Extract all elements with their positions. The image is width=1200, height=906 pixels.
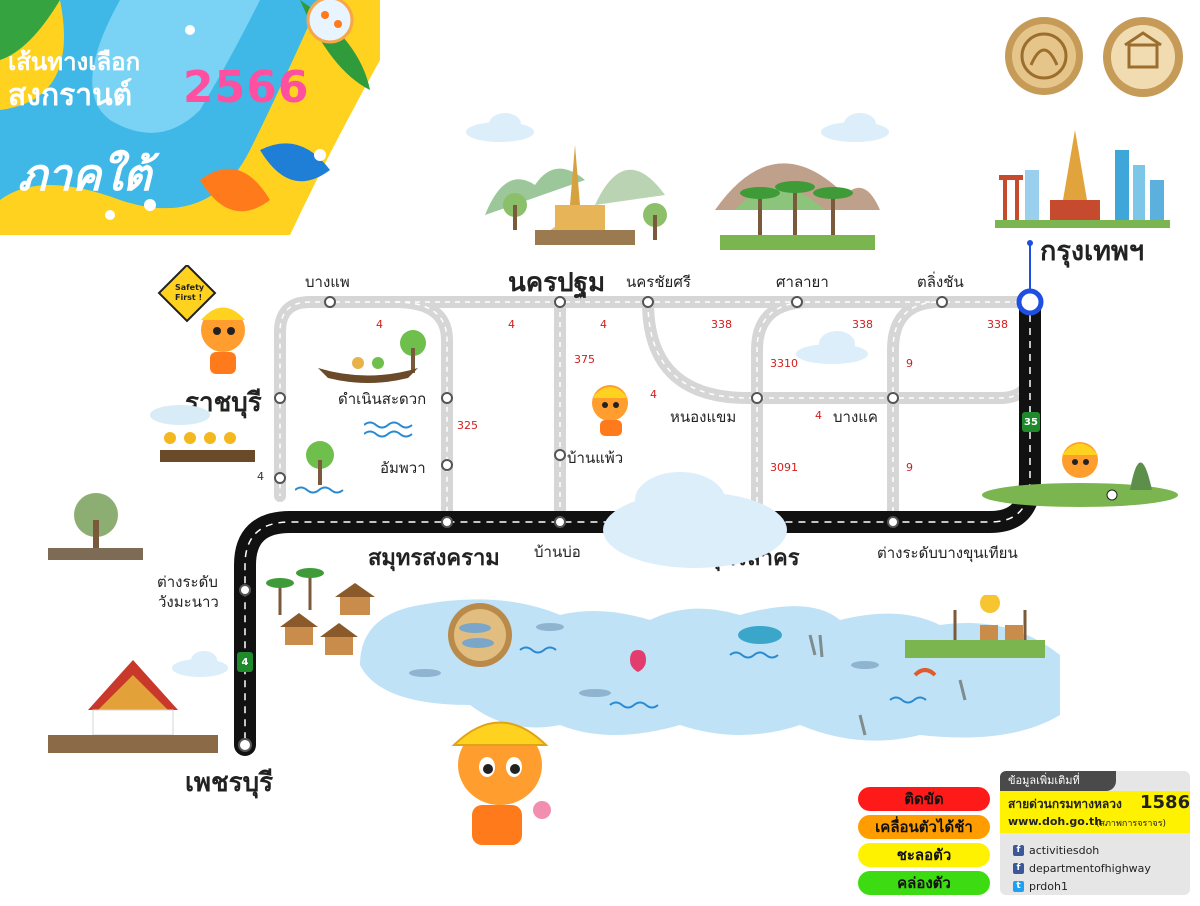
cloud-illustration xyxy=(603,472,787,568)
header-line2: สงกรานต์ xyxy=(8,78,133,113)
place-sala-ya: ศาลายา xyxy=(776,273,829,291)
road-number: 3091 xyxy=(770,461,798,474)
tree-on-island-illustration xyxy=(48,493,143,560)
phetchaburi-temple-illustration xyxy=(48,660,218,753)
website-note: (สภาพการจราจร) xyxy=(1096,819,1167,829)
doh-seal-logo xyxy=(1003,15,1085,97)
place-interchange-bang-khun-thian: ต่างระดับบางขุนเทียน xyxy=(877,544,1018,562)
website-link[interactable]: www.doh.go.th xyxy=(1008,815,1103,828)
legend-slow-moving: เคลื่อนตัวได้ช้า xyxy=(858,815,990,839)
mascot-football-illustration xyxy=(982,442,1178,507)
road-number: 4 xyxy=(650,388,657,401)
mascot-safety-first-illustration xyxy=(157,265,245,374)
road-number: 4 xyxy=(376,318,383,331)
road-number: 338 xyxy=(852,318,873,331)
facebook-icon: f xyxy=(1013,863,1024,874)
place-taling-chan: ตลิ่งชัน xyxy=(917,273,964,291)
place-nong-khaem: หนองแขม xyxy=(670,408,737,426)
road-number: 338 xyxy=(987,318,1008,331)
legend-label: ชะลอตัว xyxy=(896,846,952,864)
sunflower-field-illustration xyxy=(150,405,255,462)
info-hotline-panel xyxy=(1000,791,1190,833)
road-number: 338 xyxy=(711,318,732,331)
road-number: 4 xyxy=(600,318,607,331)
header-banner: เส้นทางเลือก สงกรานต์ 2566 ภาคใต้ xyxy=(0,0,380,235)
place-damnoen-saduak: ดำเนินสะดวก xyxy=(338,390,427,408)
social-facebook-activities[interactable]: f activitiesdoh xyxy=(1013,844,1099,857)
highway-shield-35: 35 xyxy=(1022,412,1040,432)
header-line1: เส้นทางเลือก xyxy=(8,48,141,76)
social-facebook-highway[interactable]: f departmentofhighway xyxy=(1013,862,1151,875)
road-number: 4 xyxy=(815,409,822,422)
legend-flowing: คล่องตัว xyxy=(858,871,990,895)
shield-number: 35 xyxy=(1024,417,1038,428)
nakhon-pathom-pagoda-illustration xyxy=(485,145,667,245)
social-handle: prdoh1 xyxy=(1029,880,1068,893)
palm-trees-illustration xyxy=(715,163,880,250)
cloud-illustration xyxy=(466,113,534,142)
road-number: 4 xyxy=(257,470,264,483)
header-year: 2566 xyxy=(183,62,310,113)
seafood-water-area-illustration xyxy=(360,595,1060,741)
social-handle: departmentofhighway xyxy=(1029,862,1151,875)
mascot-main-illustration xyxy=(451,721,551,845)
place-nakhon-chai-si: นครชัยศรี xyxy=(626,273,691,291)
place-ban-bo: บ้านบ่อ xyxy=(534,543,581,561)
floating-market-illustration xyxy=(318,330,426,383)
place-phetchaburi: เพชรบุรี xyxy=(185,768,274,798)
road-number: 375 xyxy=(574,353,595,366)
bangkok-skyline-illustration xyxy=(995,130,1170,228)
highway-shield-4: 4 xyxy=(237,652,253,672)
hotline-label: สายด่วนกรมทางหลวง xyxy=(1008,797,1122,811)
info-heading: ข้อมูลเพิ่มเติมที่ xyxy=(1000,771,1116,791)
place-ban-phaeo: บ้านแพ้ว xyxy=(567,449,624,467)
social-twitter[interactable]: t prdoh1 xyxy=(1013,880,1068,893)
legend-label: ติดขัด xyxy=(904,790,944,808)
legend-label: เคลื่อนตัวได้ช้า xyxy=(875,818,973,836)
header-region: ภาคใต้ xyxy=(18,150,152,201)
cloud-illustration xyxy=(796,331,868,364)
place-amphawa: อัมพวา xyxy=(380,459,426,477)
road-number: 9 xyxy=(906,461,913,474)
road-number: 3310 xyxy=(770,357,798,370)
cloud-illustration xyxy=(172,651,228,677)
secondary-roads-centerline xyxy=(279,301,1031,522)
place-nakhon-pathom: นครปฐม xyxy=(508,268,606,298)
road-number: 9 xyxy=(906,357,913,370)
facebook-icon: f xyxy=(1013,845,1024,856)
banner-background xyxy=(0,0,380,235)
place-interchange-wang-manao-line1: ต่างระดับ xyxy=(157,573,218,591)
twitter-icon: t xyxy=(1013,881,1024,892)
village-huts-illustration xyxy=(266,568,375,655)
social-handle: activitiesdoh xyxy=(1029,844,1100,857)
road-number: 325 xyxy=(457,419,478,432)
hotline-number: 1586 xyxy=(1140,792,1191,813)
legend-slowing: ชะลอตัว xyxy=(858,843,990,867)
legend-congested: ติดขัด xyxy=(858,787,990,811)
tree-illustration xyxy=(295,441,344,494)
place-bangkok: กรุงเทพฯ xyxy=(1040,236,1145,267)
safety-sign-text-line1: Safety xyxy=(175,283,205,292)
shield-number: 4 xyxy=(241,657,249,668)
safety-sign-text-line2: First ! xyxy=(175,293,203,302)
road-number: 4 xyxy=(508,318,515,331)
place-samut-songkhram: สมุทรสงคราม xyxy=(368,546,500,571)
mascot-badminton-illustration xyxy=(592,385,628,436)
place-bang-phae: บางแพ xyxy=(305,273,350,291)
bangkok-node xyxy=(1016,288,1044,316)
place-interchange-wang-manao-line2: วังมะนาว xyxy=(158,593,219,611)
water-waves-icon xyxy=(364,421,413,438)
place-bang-khae: บางแค xyxy=(833,408,878,426)
department-of-highways-seal-logo xyxy=(1101,15,1185,99)
cloud-illustration xyxy=(821,113,889,142)
legend-label: คล่องตัว xyxy=(897,874,951,892)
